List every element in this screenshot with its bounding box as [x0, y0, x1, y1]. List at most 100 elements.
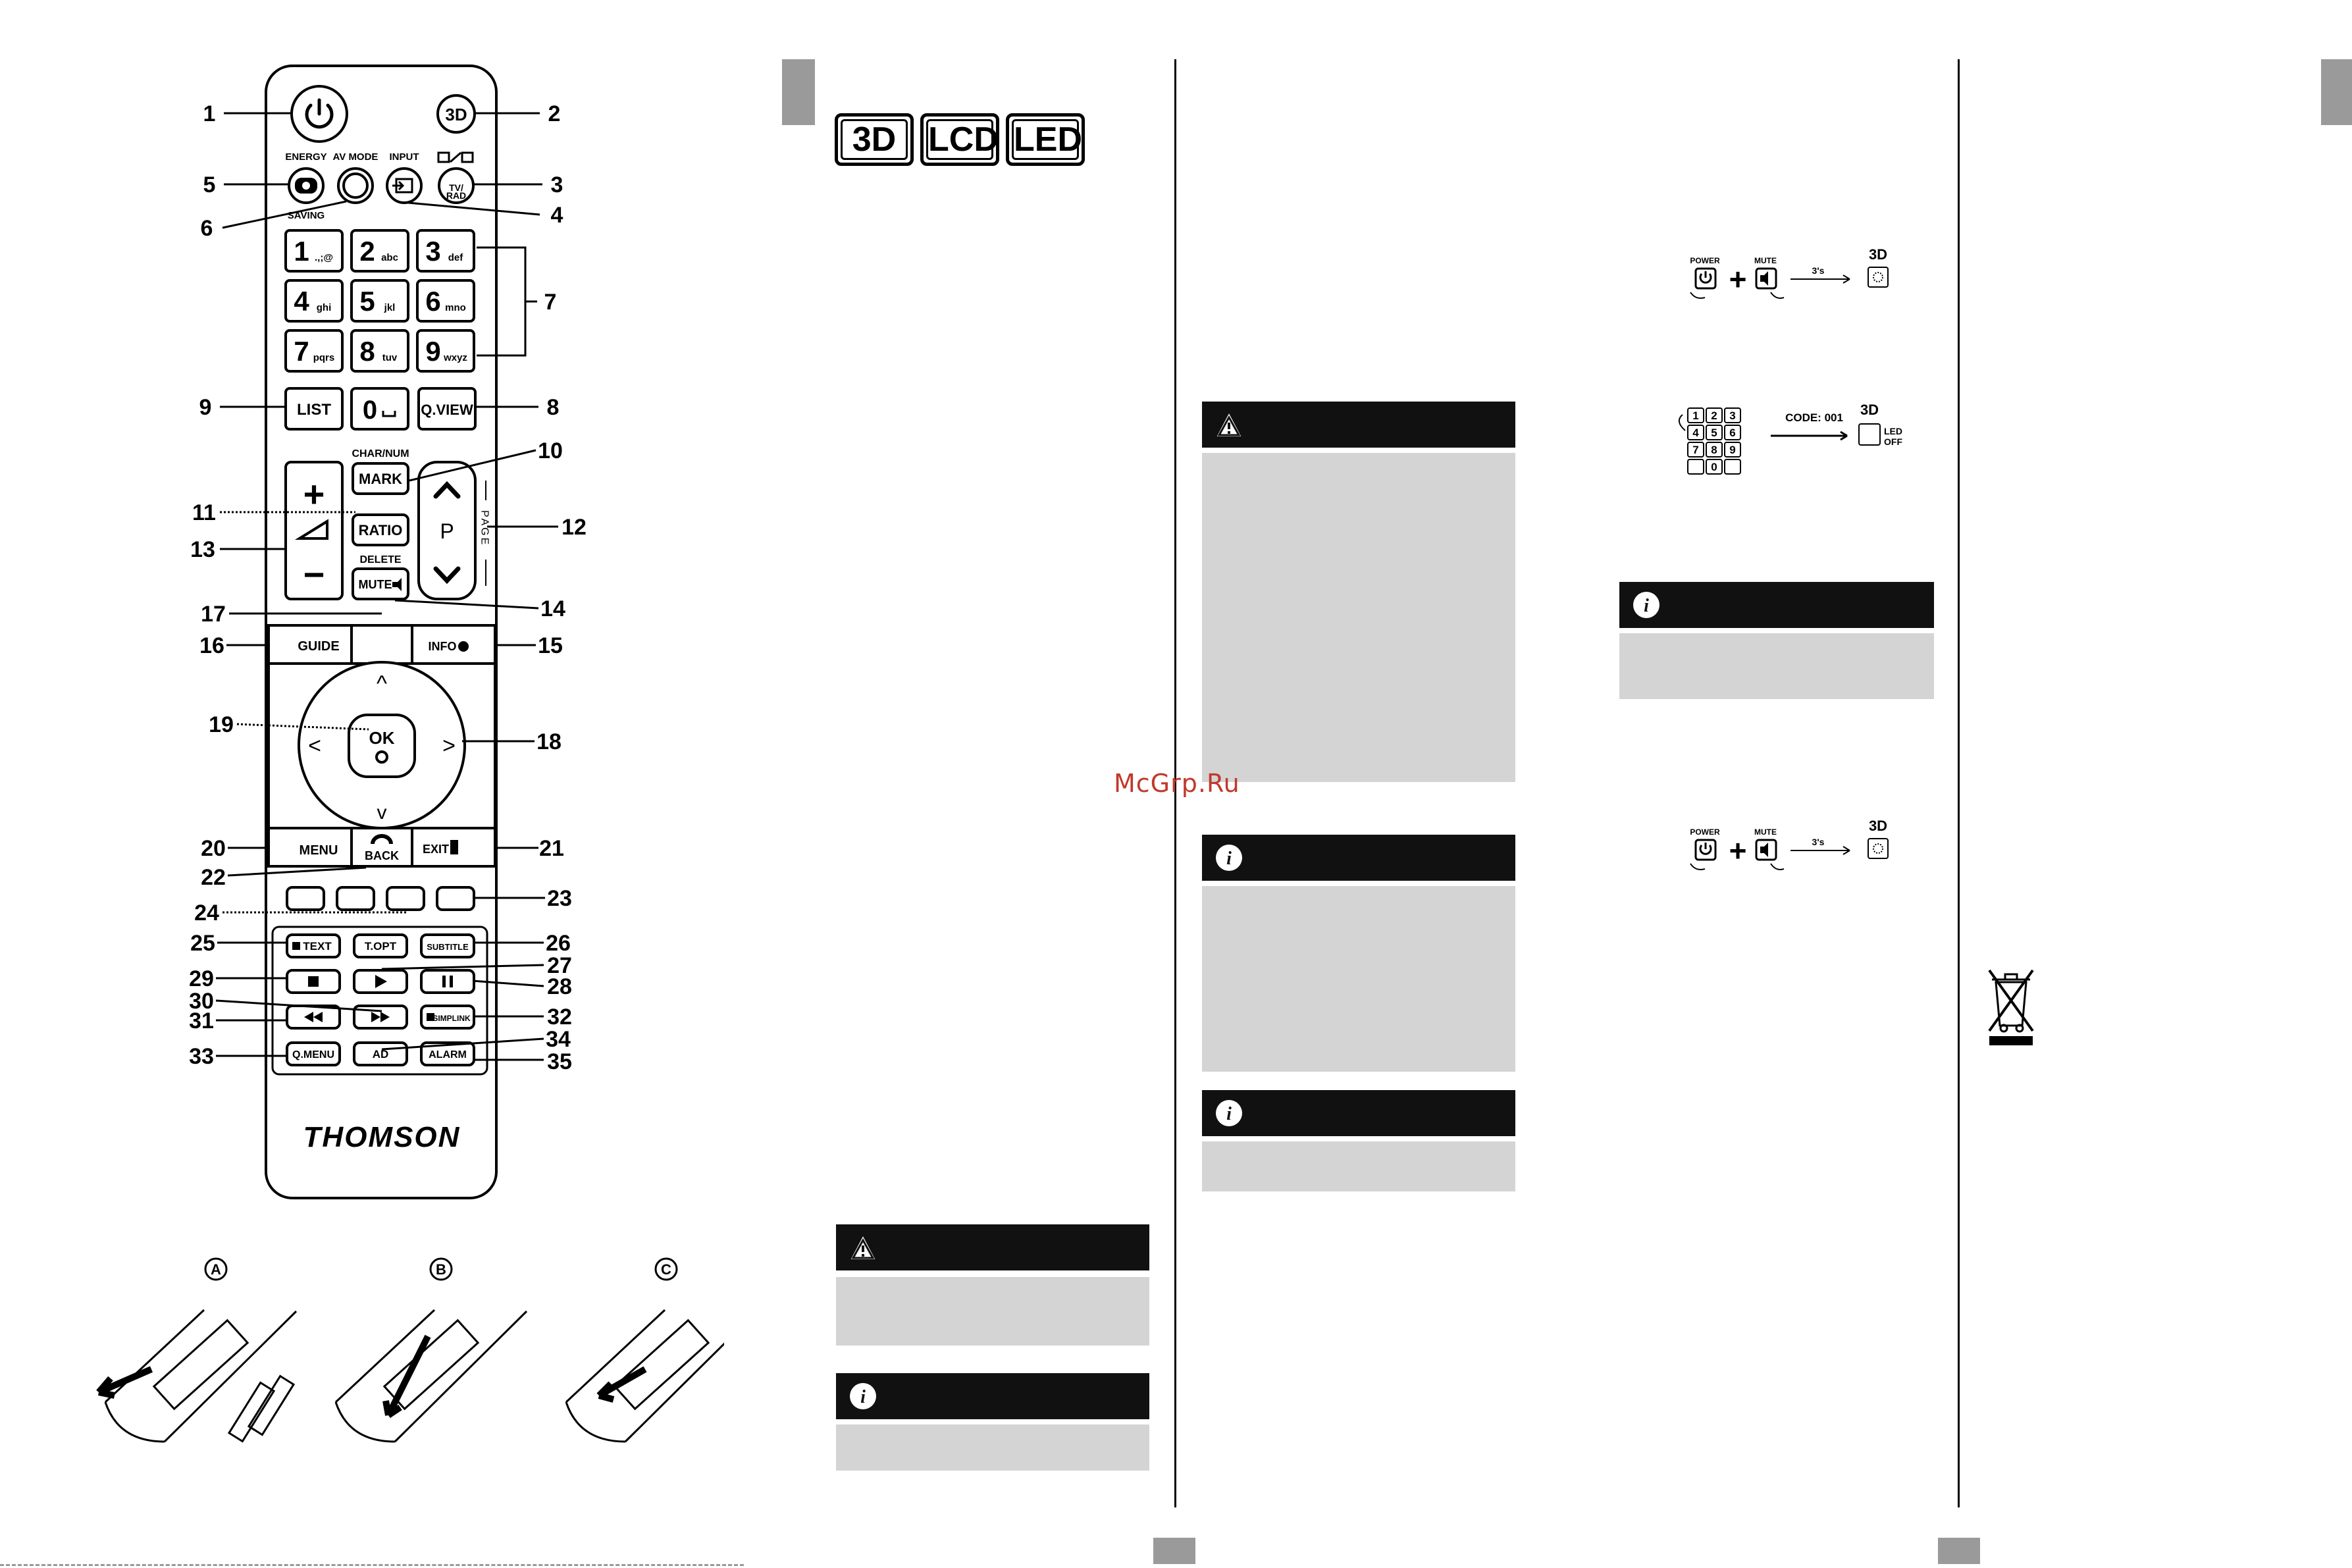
page-tab-left — [782, 59, 815, 125]
callout-line — [381, 964, 544, 970]
dpad-right-icon: > — [442, 733, 456, 758]
led-off-icon — [1858, 423, 1881, 446]
topt-button-label: T.OPT — [365, 940, 397, 953]
code-key-4 — [1687, 425, 1704, 440]
code-key-label: 1 — [1692, 409, 1698, 422]
callout-number-18: 18 — [536, 729, 562, 754]
svg-text:i: i — [1226, 1104, 1232, 1124]
info-body-3 — [1202, 1141, 1515, 1191]
number-key-letters: ghi — [317, 302, 332, 313]
info-circle-icon: i — [1633, 592, 1659, 618]
pause-button[interactable] — [420, 969, 475, 994]
color-button-1[interactable] — [286, 886, 325, 911]
dpad-left-icon: < — [308, 733, 321, 758]
qview-button[interactable] — [417, 387, 477, 431]
info-header-3: i — [1202, 1090, 1515, 1136]
media-frame — [271, 926, 488, 1076]
color-button-2[interactable] — [336, 886, 375, 911]
column-divider-1 — [1174, 59, 1176, 1507]
ratio-button[interactable] — [352, 513, 409, 546]
direction-arrow-icon — [596, 1366, 647, 1403]
code-key-1 — [1687, 407, 1704, 423]
alarm-button[interactable] — [420, 1041, 475, 1066]
number-key-letters: jkl — [384, 302, 396, 313]
plus-icon: + — [1729, 262, 1747, 296]
power-icon — [305, 98, 334, 129]
program-rocker[interactable] — [417, 461, 477, 600]
info-circle-icon: i — [1216, 845, 1242, 871]
mute-symbol-icon — [1760, 843, 1768, 857]
svg-text:i: i — [860, 1387, 866, 1407]
step-marker-C — [654, 1257, 678, 1281]
mute-button[interactable] — [352, 567, 409, 600]
mark-button[interactable] — [352, 462, 409, 495]
number-key-6[interactable] — [416, 279, 475, 323]
badge-lcd-text: LCD — [926, 119, 999, 160]
page-tab-right — [2321, 59, 2352, 125]
callout-number-16: 16 — [199, 633, 224, 658]
power-label: POWER — [1690, 827, 1720, 837]
simplink-button-label: SIMPLINK — [432, 1014, 471, 1023]
input-label: INPUT — [390, 151, 419, 163]
subtitle-button[interactable] — [420, 933, 475, 958]
page-label: PAGE — [479, 510, 490, 546]
back-label: BACK — [365, 849, 399, 862]
blank-button[interactable] — [350, 624, 413, 665]
number-key-digit: 6 — [425, 286, 440, 317]
callout-number-21: 21 — [539, 836, 564, 861]
callout-line — [407, 201, 540, 216]
callout-number-29: 29 — [189, 966, 214, 991]
callout-number-10: 10 — [538, 438, 563, 463]
color-button-3[interactable] — [386, 886, 425, 911]
callout-number-32: 32 — [547, 1005, 572, 1030]
mute-symbol-icon — [1760, 271, 1768, 286]
number-key-4[interactable] — [284, 279, 344, 323]
number-key-5[interactable] — [350, 279, 409, 323]
exit-icon — [450, 840, 458, 854]
ratio-label: RATIO — [359, 522, 403, 538]
subtitle-button-label: SUBTITLE — [427, 942, 469, 952]
mark-label: MARK — [359, 471, 402, 487]
text-button[interactable] — [286, 933, 341, 958]
volume-plus-icon: + — [303, 473, 325, 515]
3d-button[interactable] — [436, 94, 476, 134]
number-key-1[interactable] — [284, 229, 344, 273]
guide-button[interactable] — [267, 624, 353, 665]
callout-number-9: 9 — [199, 395, 212, 420]
fast-forward-icon — [371, 1012, 390, 1022]
callout-number-26: 26 — [546, 931, 571, 956]
step-marker-A — [204, 1257, 228, 1281]
callout-number-3: 3 — [551, 172, 563, 197]
code-key-9 — [1724, 442, 1741, 457]
info-header-2: i — [1202, 835, 1515, 881]
color-button-4[interactable] — [436, 886, 475, 911]
qmenu-button[interactable] — [286, 1041, 341, 1066]
number-key-3[interactable] — [416, 229, 475, 273]
tv-rad-button[interactable] — [438, 167, 475, 204]
battery-cell-icon — [247, 1374, 296, 1436]
badge-lcd: LCD — [920, 113, 999, 166]
callout-number-13: 13 — [190, 537, 215, 562]
ok-button[interactable] — [348, 714, 416, 778]
callout-number-30: 30 — [189, 989, 214, 1014]
list-button[interactable] — [284, 387, 344, 431]
number-key-digit: 7 — [294, 336, 309, 367]
tv-rad-label-2: RAD — [446, 190, 466, 201]
topt-button[interactable] — [353, 933, 408, 958]
brand-logo: THOMSON — [303, 1121, 461, 1153]
page-number-box-1 — [1153, 1538, 1195, 1564]
number-key-2[interactable] — [350, 229, 409, 273]
info-icon — [458, 641, 469, 652]
qview-label: Q.VIEW — [421, 402, 473, 418]
warning-icon — [849, 1233, 877, 1261]
number-key-letters: .,;@ — [315, 252, 333, 263]
saving-label: SAVING — [288, 210, 325, 221]
number-key-7[interactable] — [284, 329, 344, 373]
zero-button[interactable] — [350, 387, 409, 431]
warning-header-2 — [1202, 402, 1515, 448]
play-icon — [375, 975, 387, 988]
number-key-8[interactable] — [350, 329, 409, 373]
number-key-9[interactable] — [416, 329, 475, 373]
battery-illustration-C — [565, 1309, 724, 1443]
mute-label: MUTE — [359, 578, 392, 591]
